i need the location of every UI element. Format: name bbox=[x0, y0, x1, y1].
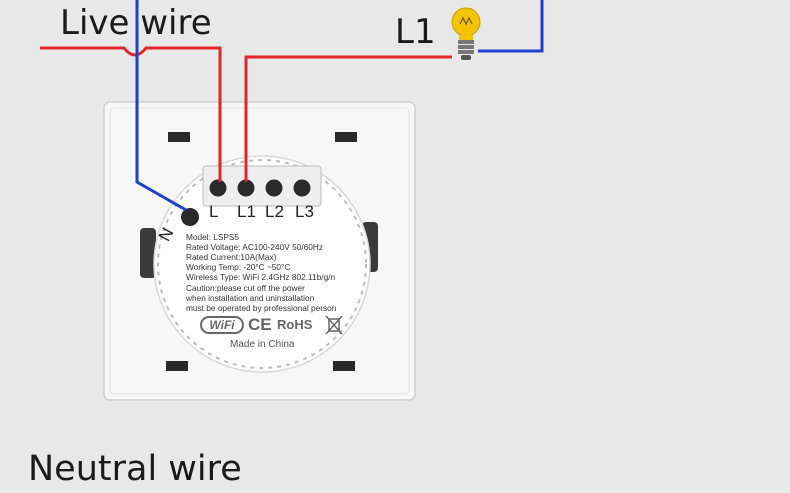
terminal-screw-n bbox=[181, 208, 199, 226]
mount-slot-bottom-right bbox=[333, 361, 355, 371]
l1-label: L1 bbox=[395, 12, 436, 52]
spec-voltage: Rated Voltage: AC100-240V 50/60Hz bbox=[186, 242, 323, 252]
spec-model: Model: LSPS5 bbox=[186, 232, 240, 242]
mount-slot-bottom-left bbox=[166, 361, 188, 371]
wifi-logo-icon: WiFi bbox=[200, 316, 244, 334]
spec-caution-line-3: must be operated by professional person bbox=[186, 303, 337, 313]
terminal-label-l3: L3 bbox=[295, 202, 314, 221]
spec-caution-line-2: when installation and uninstallation bbox=[186, 293, 315, 303]
weee-bin-icon bbox=[325, 315, 343, 335]
light-bulb-icon bbox=[451, 7, 481, 60]
terminal-screw-l2 bbox=[265, 179, 283, 197]
neutral-wire-label: Neutral wire bbox=[28, 449, 242, 489]
spec-wireless: Wireless Type: WiFi 2.4GHz 802.11b/g/n bbox=[186, 272, 336, 282]
live-wire-label: Live wire bbox=[60, 3, 212, 43]
spec-current: Rated Current:10A(Max) bbox=[186, 252, 277, 262]
terminal-screw-l3 bbox=[293, 179, 311, 197]
neutral-return-wire bbox=[478, 0, 544, 53]
module-rim bbox=[157, 159, 367, 369]
switch-panel-inner-edge bbox=[109, 107, 410, 395]
terminal-screw-l1 bbox=[237, 179, 255, 197]
terminal-block bbox=[202, 165, 322, 207]
side-clip-left bbox=[140, 228, 156, 278]
made-in-label: Made in China bbox=[230, 339, 295, 350]
l1-wire bbox=[244, 55, 452, 182]
neutral-wire bbox=[135, 0, 187, 212]
spec-caution-line-1: Caution:please cut off the power bbox=[186, 283, 305, 293]
terminal-label-l2: L2 bbox=[265, 202, 284, 221]
rohs-mark-icon: RoHS bbox=[277, 317, 313, 332]
spec-temp: Working Temp: -20°C ~50°C bbox=[186, 262, 291, 272]
mount-slot-top-left bbox=[168, 132, 190, 142]
ce-mark-icon: CE bbox=[248, 315, 272, 334]
terminal-label-l1: L1 bbox=[237, 202, 256, 221]
mount-slot-top-right bbox=[335, 132, 357, 142]
terminal-label-l: L bbox=[209, 202, 219, 221]
terminal-screw-l bbox=[209, 179, 227, 197]
